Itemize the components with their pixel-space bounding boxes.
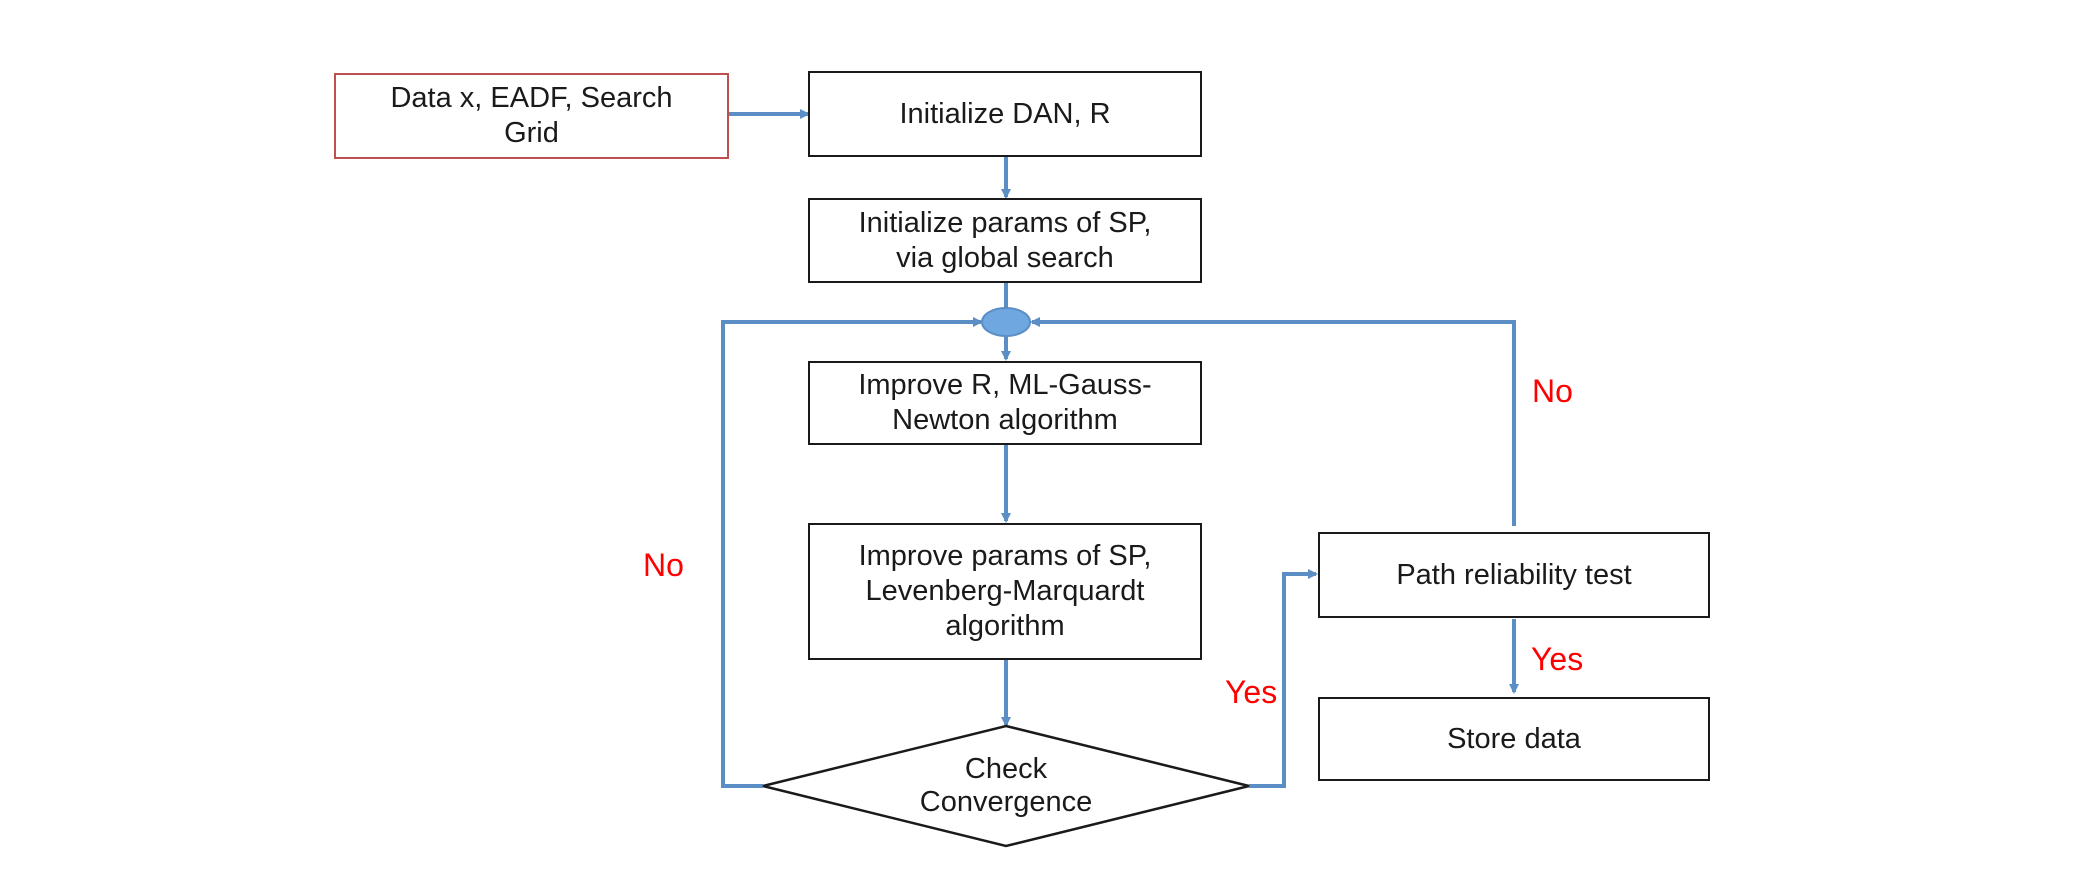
merge-junction <box>981 307 1031 337</box>
arrow-yes-to-reliability <box>1249 569 1318 788</box>
arrow-no-loop-right <box>1030 317 1516 526</box>
check-convergence-label: Check Convergence <box>919 753 1093 818</box>
initialize-params-node: Initialize params of SP, via global sear… <box>808 198 1202 283</box>
improve-r-node: Improve R, ML-Gauss- Newton algorithm <box>808 361 1202 445</box>
no-label-convergence: No <box>643 547 684 583</box>
initialize-dan-node: Initialize DAN, R <box>808 71 1202 157</box>
input-data-node: Data x, EADF, Search Grid <box>334 73 729 159</box>
store-data-node: Store data <box>1318 697 1710 781</box>
yes-label-convergence: Yes <box>1225 674 1278 710</box>
path-reliability-node: Path reliability test <box>1318 532 1710 618</box>
no-label-reliability: No <box>1532 373 1573 409</box>
check-convergence-diamond <box>762 724 1250 848</box>
improve-sp-node: Improve params of SP, Levenberg-Marquard… <box>808 523 1202 660</box>
arrow-no-loop-left <box>721 317 983 788</box>
yes-label-reliability: Yes <box>1531 641 1584 677</box>
